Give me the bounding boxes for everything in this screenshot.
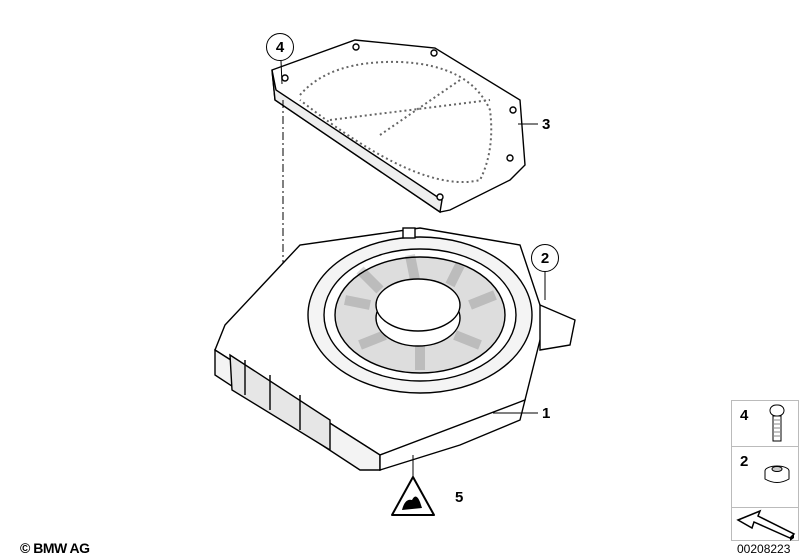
callout-2[interactable]: 2 bbox=[531, 244, 559, 272]
callout-5[interactable]: 5 bbox=[455, 489, 464, 506]
bolt-icon bbox=[769, 404, 785, 442]
legend-number: 4 bbox=[740, 407, 749, 424]
cover-plate bbox=[271, 39, 526, 214]
copyright: © BMW AG bbox=[20, 540, 90, 556]
speaker-housing bbox=[214, 227, 576, 471]
callout-4[interactable]: 4 bbox=[266, 33, 294, 61]
document-number: 00208223 bbox=[737, 542, 791, 556]
legend-number: 2 bbox=[740, 453, 749, 470]
electrostatic-warning-icon bbox=[391, 476, 435, 516]
navigation-arrow-button[interactable] bbox=[731, 507, 799, 541]
legend-item-nut[interactable]: 2 bbox=[731, 446, 799, 508]
callout-1[interactable]: 1 bbox=[542, 405, 551, 422]
arrow-icon bbox=[736, 509, 796, 541]
callout-3[interactable]: 3 bbox=[542, 116, 551, 133]
nut-icon bbox=[764, 465, 790, 483]
leader-lines bbox=[280, 60, 546, 478]
